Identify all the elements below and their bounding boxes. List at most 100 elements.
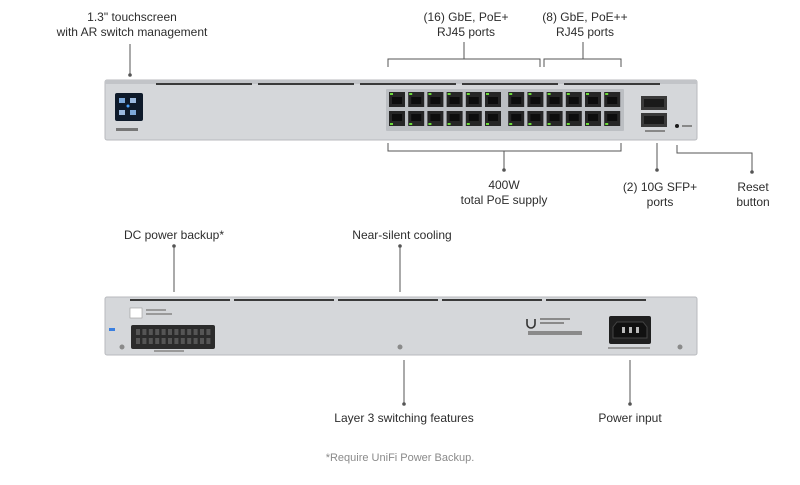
port-led	[428, 93, 432, 95]
port-led	[447, 93, 451, 95]
dc-pin	[161, 338, 166, 344]
rj45-port-socket	[449, 114, 460, 121]
sfp-label-line2: ports	[646, 195, 674, 209]
reset-label-line2: button	[736, 195, 770, 209]
gbe-poe-label-line1: (16) GbE, PoE+	[423, 10, 509, 24]
regulatory-marks	[528, 318, 582, 335]
reset-callout-label: Reset button	[718, 180, 788, 210]
poe-supply-callout-label: 400W total PoE supply	[430, 178, 578, 208]
rj45-port-socket	[488, 114, 498, 121]
power-inlet-icon	[608, 316, 651, 349]
sfp-callout-label: (2) 10G SFP+ ports	[610, 180, 710, 210]
rj45-port-socket	[588, 97, 598, 104]
touchscreen-label-line1: 1.3" touchscreen	[87, 10, 177, 24]
port-led	[428, 123, 432, 125]
port-led	[466, 123, 470, 125]
rj45-port-socket	[549, 97, 560, 104]
rj45-port-socket	[511, 97, 522, 104]
rj45-port-socket	[430, 97, 441, 104]
rj45-port-socket	[530, 97, 541, 104]
port-led	[586, 123, 589, 125]
rj45-port-socket	[468, 114, 479, 121]
gbe-poe-label-line2: RJ45 ports	[436, 25, 496, 39]
rj45-port-socket	[449, 97, 460, 104]
callout-lines	[128, 42, 754, 406]
rear-side-marks	[109, 328, 115, 331]
port-led	[528, 93, 532, 95]
rj45-ports	[389, 92, 621, 126]
port-led	[509, 93, 513, 95]
poe-supply-label-line1: 400W	[488, 178, 520, 192]
port-led	[486, 93, 489, 95]
port-led	[509, 123, 513, 125]
poe-supply-label-line2: total PoE supply	[460, 193, 548, 207]
gbe-poe-callout-label: (16) GbE, PoE+ RJ45 ports	[396, 10, 536, 40]
rear-top-vents	[130, 299, 646, 301]
dc-pin	[142, 338, 147, 344]
dc-pin	[161, 329, 166, 335]
dc-pin	[168, 338, 172, 344]
port-led	[586, 93, 589, 95]
dc-pin	[206, 329, 211, 335]
rj45-port-socket	[488, 97, 498, 104]
rj45-port-socket	[588, 114, 598, 121]
power-input-callout-label: Power input	[598, 411, 662, 425]
rear-panel	[104, 296, 698, 356]
dc-pin	[187, 329, 192, 335]
rj45-port-socket	[468, 97, 479, 104]
port-led	[447, 123, 451, 125]
touchscreen-icon	[115, 93, 143, 121]
dc-pin	[168, 329, 172, 335]
model-label	[116, 128, 138, 131]
port-led	[390, 93, 393, 95]
dc-pin	[187, 338, 192, 344]
rj45-port-socket	[607, 97, 618, 104]
touchscreen-callout-label: 1.3" touchscreen with AR switch manageme…	[42, 10, 222, 40]
screw-left	[119, 344, 125, 350]
dc-pin	[142, 329, 147, 335]
rj45-port-socket	[607, 114, 618, 121]
rj45-port-socket	[568, 114, 579, 121]
ubiquiti-logo-icon	[526, 319, 536, 329]
dc-pin	[155, 329, 160, 335]
rj45-port-socket	[392, 97, 402, 104]
dc-pin	[155, 338, 160, 344]
port-led	[390, 123, 393, 125]
dc-pin	[193, 329, 198, 335]
port-led	[566, 123, 570, 125]
rj45-port-socket	[392, 114, 402, 121]
dc-pin	[206, 338, 211, 344]
sfp-port-icon	[641, 96, 667, 132]
dc-pin	[174, 338, 179, 344]
dc-pin	[174, 329, 179, 335]
dc-pin	[148, 329, 153, 335]
port-led	[605, 123, 609, 125]
port-led	[547, 123, 551, 125]
cooling-callout-label: Near-silent cooling	[352, 228, 452, 242]
port-led	[486, 123, 489, 125]
layer3-callout-label: Layer 3 switching features	[334, 411, 474, 425]
front-top-vents	[156, 83, 660, 85]
front-panel	[104, 79, 698, 141]
gbe-poepp-callout-label: (8) GbE, PoE++ RJ45 ports	[520, 10, 650, 40]
footnote: *Require UniFi Power Backup.	[325, 452, 475, 464]
rj45-port-socket	[568, 97, 579, 104]
port-led	[409, 123, 413, 125]
gbe-poepp-label-line1: (8) GbE, PoE++	[542, 10, 628, 24]
dc-pin	[200, 329, 204, 335]
rj45-port-block	[386, 89, 624, 131]
rj45-port-socket	[511, 114, 522, 121]
dc-pin	[200, 338, 204, 344]
qr-label	[129, 307, 143, 319]
port-led	[566, 93, 570, 95]
port-led	[409, 93, 413, 95]
dc-backup-callout-label: DC power backup*	[123, 228, 225, 242]
touchscreen-label-line2: with AR switch management	[56, 25, 208, 39]
dc-connector-icon	[131, 325, 215, 352]
dc-pin	[180, 338, 185, 344]
dc-pin	[136, 338, 140, 344]
reset-label-line1: Reset	[737, 180, 769, 194]
port-led	[466, 93, 470, 95]
port-led	[547, 93, 551, 95]
